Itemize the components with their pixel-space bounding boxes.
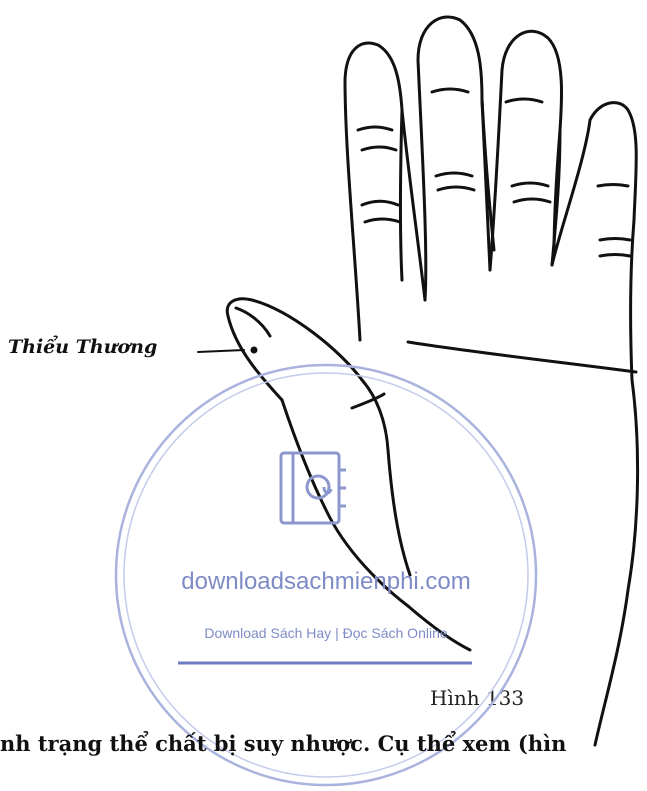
book-at-icon [281,453,346,523]
body-text-line: nh trạng thể chất bị suy nhược. Cụ thể x… [0,731,566,756]
watermark-tagline: Download Sách Hay | Đọc Sách Online [176,625,476,641]
watermark-url: downloadsachmienphi.com [176,568,476,596]
